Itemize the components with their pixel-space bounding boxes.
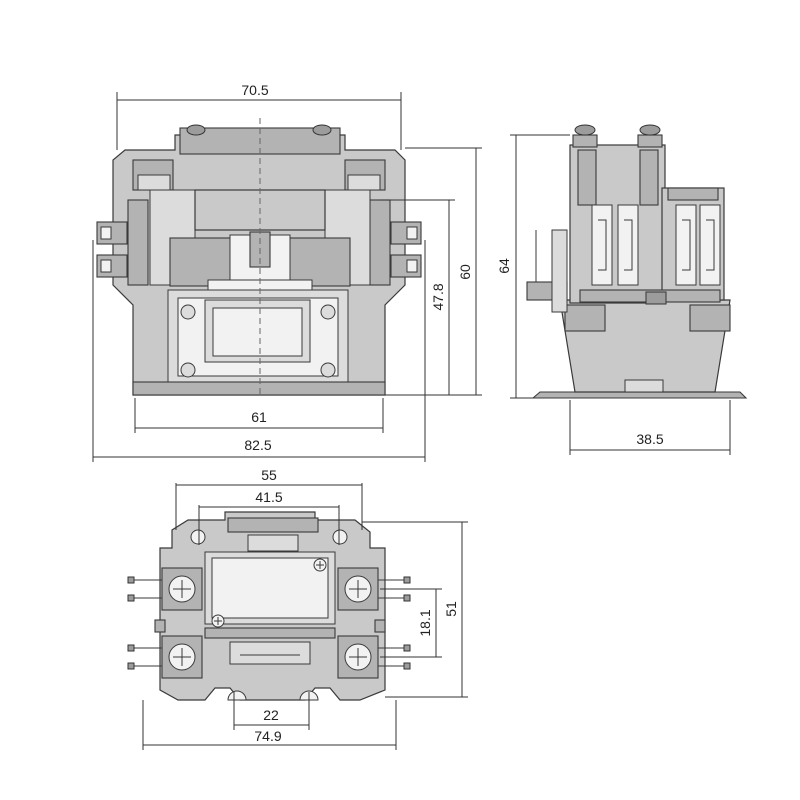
terminal-block-bottom-right bbox=[337, 635, 379, 679]
front-view bbox=[96, 118, 422, 398]
front-dimensions: 70.5 61 82.5 47.8 60 bbox=[92, 82, 482, 462]
terminal-block-top-left bbox=[161, 567, 203, 611]
dim-bottom-inner-width: 41.5 bbox=[255, 489, 282, 505]
terminal-block-top-right bbox=[337, 567, 379, 611]
terminal-block-bottom-left bbox=[161, 635, 203, 679]
dim-bottom-hole-spacing: 55 bbox=[261, 467, 277, 483]
dim-front-overall-width: 82.5 bbox=[244, 437, 271, 453]
dim-front-height: 60 bbox=[457, 264, 473, 280]
dim-side-depth: 38.5 bbox=[636, 431, 663, 447]
side-dimensions: 64 38.5 bbox=[496, 134, 731, 455]
dim-bottom-slot-spacing: 22 bbox=[263, 707, 279, 723]
side-view bbox=[526, 124, 748, 399]
dim-bottom-overall-width: 74.9 bbox=[254, 728, 281, 744]
dim-front-height-inner: 47.8 bbox=[430, 283, 446, 310]
bottom-view bbox=[127, 511, 411, 701]
dim-bottom-height: 51 bbox=[443, 601, 459, 617]
dim-front-top-width: 70.5 bbox=[241, 82, 268, 98]
dim-front-base-width: 61 bbox=[251, 409, 267, 425]
dim-side-height: 64 bbox=[496, 258, 512, 274]
dim-bottom-terminal-spacing: 18.1 bbox=[417, 609, 433, 636]
bottom-dimensions: 55 41.5 22 74.9 18.1 51 bbox=[142, 467, 468, 750]
